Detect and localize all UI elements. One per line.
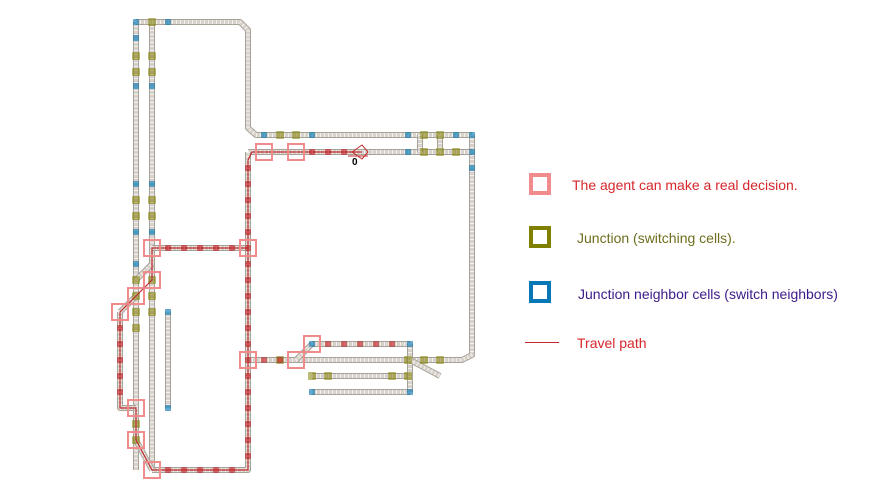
agent: 0 <box>348 144 369 168</box>
junction-cell <box>388 372 396 380</box>
junction-cell <box>148 308 156 316</box>
junction-cell <box>132 308 140 316</box>
neighbor-cell <box>469 149 475 155</box>
junction-cell <box>436 131 444 139</box>
neighbor-cell <box>309 389 315 395</box>
rail-track <box>410 135 474 362</box>
track-cell <box>325 341 331 347</box>
neighbor-cell <box>469 165 475 171</box>
junction-cell <box>132 212 140 220</box>
track-cell <box>357 341 363 347</box>
junction-cell <box>420 131 428 139</box>
neighbor-cell <box>133 181 139 187</box>
junction-cell <box>132 68 140 76</box>
neighbor-cell <box>453 132 459 138</box>
legend-neighbor-label: Junction neighbor cells (switch neighbor… <box>578 286 838 302</box>
neighbor-cell <box>133 35 139 41</box>
rail-sleepers <box>410 135 474 362</box>
track-cell <box>277 357 283 363</box>
junction-cell <box>404 372 412 380</box>
pink-square-icon <box>529 173 551 195</box>
junction-cell <box>420 356 428 364</box>
neighbor-cell <box>149 229 155 235</box>
junction-cell <box>148 68 156 76</box>
neighbor-cell <box>405 149 411 155</box>
legend-decision-label: The agent can make a real decision. <box>572 177 798 193</box>
junction-cell <box>276 131 284 139</box>
neighbor-cell <box>469 132 475 138</box>
junction-cell <box>148 292 156 300</box>
junction-cell <box>436 148 444 156</box>
junction-cell <box>132 276 140 284</box>
neighbor-cell <box>261 132 267 138</box>
neighbor-cell <box>133 261 139 267</box>
neighbor-cell <box>149 83 155 89</box>
junction-cell <box>324 372 332 380</box>
decision-cell <box>127 431 145 449</box>
junction-cell <box>452 148 460 156</box>
decision-cell <box>143 239 161 257</box>
decision-cell <box>255 143 273 161</box>
neighbor-cell <box>407 389 413 395</box>
decision-cell <box>143 271 161 289</box>
decision-markers <box>111 143 321 479</box>
rail-track <box>136 20 472 137</box>
track-cell <box>341 341 347 347</box>
track-cell <box>373 341 379 347</box>
neighbor-cell <box>165 19 171 25</box>
neighbor-cell <box>165 309 171 315</box>
decision-cell <box>287 143 305 161</box>
junction-cell <box>132 196 140 204</box>
junction-cell <box>420 148 428 156</box>
train-icon <box>351 144 369 160</box>
olive-square-icon <box>529 226 551 248</box>
neighbor-cell <box>133 83 139 89</box>
junction-cell <box>148 196 156 204</box>
junction-cell <box>148 18 156 26</box>
neighbor-cell <box>309 132 315 138</box>
rail-tracks <box>117 19 475 473</box>
neighbor-cell <box>165 405 171 411</box>
decision-cell <box>111 303 129 321</box>
track-cell <box>389 341 395 347</box>
neighbor-cell <box>133 229 139 235</box>
junction-cell <box>308 372 316 380</box>
junction-cell <box>132 52 140 60</box>
junction-cell <box>436 356 444 364</box>
junction-cell <box>132 324 140 332</box>
blue-square-icon <box>529 281 551 303</box>
track-cell <box>261 357 267 363</box>
decision-cell <box>143 461 161 479</box>
neighbor-cell <box>407 341 413 347</box>
decision-cell <box>127 287 145 305</box>
rail-sleepers <box>409 358 441 378</box>
junction-cell <box>148 52 156 60</box>
decision-cell <box>239 351 257 369</box>
decision-cell <box>303 335 321 353</box>
decision-cell <box>239 239 257 257</box>
rail-track <box>136 19 472 138</box>
decision-cell <box>287 351 305 369</box>
junction-cell <box>292 131 300 139</box>
red-line-icon <box>525 342 559 343</box>
junction-cell <box>148 212 156 220</box>
junction-cell <box>404 356 412 364</box>
legend-junction-label: Junction (switching cells). <box>577 230 736 246</box>
rail-track <box>410 135 475 363</box>
legend-path-label: Travel path <box>577 335 647 351</box>
rail-sleepers <box>136 20 472 137</box>
decision-cell <box>127 399 145 417</box>
travel-path <box>119 151 362 471</box>
neighbor-cell <box>405 132 411 138</box>
neighbor-cell <box>309 341 315 347</box>
neighbor-cell <box>133 19 139 25</box>
travel-path-line <box>119 151 362 471</box>
agent-label: 0 <box>352 157 358 168</box>
neighbor-cell <box>149 181 155 187</box>
